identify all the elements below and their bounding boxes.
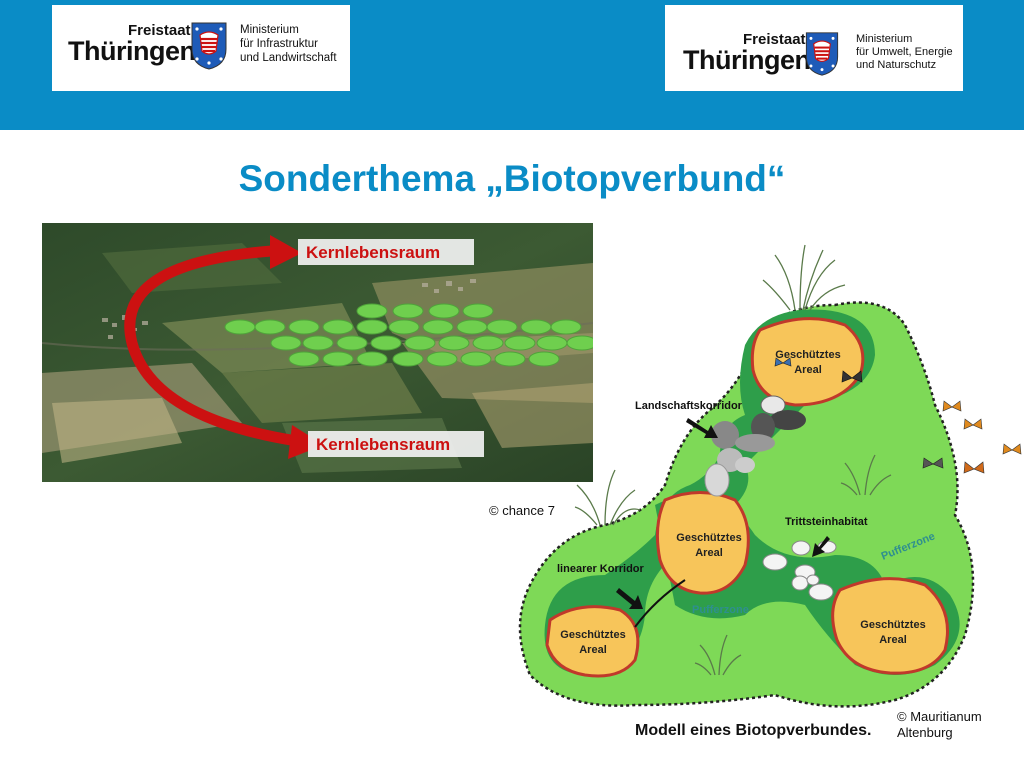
stepping-stone-patch [322,351,354,367]
stepping-stone-patch [356,319,388,335]
grass-tuft-icon [574,244,892,676]
stepping-stone-label: Trittsteinhabitat [785,516,868,528]
logo-ministry-name: Ministerium für Umwelt, Energie und Natu… [856,33,953,71]
landscape-corridor-rocks [704,395,806,497]
stepping-stone-patch [462,303,494,319]
stepping-stone-patch [472,335,504,351]
protected-area-top [750,317,865,407]
stepping-stone-patch [456,319,488,335]
thuringia-crest-icon [191,22,227,70]
diagram-credit: © Mauritianum Altenburg [897,709,982,740]
stepping-stone-patch [426,351,458,367]
stepping-stone-patch [486,319,518,335]
protected-area-label: Areal [579,644,607,656]
pointer-arrows [616,418,830,609]
logo-thueringen-text: Thüringen [68,36,196,66]
stepping-stone-patch [528,351,560,367]
butterfly-icon [774,357,1022,474]
stepping-stone-patch [270,335,302,351]
stepping-stone-patch [336,335,368,351]
stepping-stone-patch [494,351,526,367]
protected-area-label: Areal [794,364,822,376]
stepping-stone-patch [224,319,256,335]
stepping-stone-patch [254,319,286,335]
thuringia-crest-icon [805,32,839,76]
protected-area-label: Geschütztes [560,629,625,641]
logo-freistaat-text: Freistaat [128,22,191,39]
stepping-stone-patch [438,335,470,351]
protected-area-left [545,605,640,678]
linear-corridor-line [634,579,686,628]
stepping-stone-patch [392,303,424,319]
logo-ministry-environment: Freistaat Thüringen Ministerium für Umwe… [665,5,963,91]
stepping-stone-patch [428,303,460,319]
stepping-stone-patch [288,319,320,335]
core-habitat-label-bottom: Kernlebensraum [316,435,450,454]
protected-area-label: Geschütztes [775,349,840,361]
stepping-stone-patch [460,351,492,367]
landscape-corridor-label: Landschaftskorridor [635,400,743,412]
stepping-stone-patch [566,335,593,351]
protected-area-label: Geschütztes [860,619,925,631]
aerial-photo: Kernlebensraum Kernlebensraum [42,223,593,482]
biotope-network-diagram: Geschütztes Areal Geschütztes Areal Gesc… [518,244,1022,739]
stepping-stone-patch [322,319,354,335]
page-title: Sonderthema „Biotopverbund“ [238,158,786,199]
stepping-stone-patch [550,319,582,335]
buffer-zone-label: Pufferzone [692,604,749,616]
logo-ministry-infrastructure: Freistaat Thüringen Ministerium für Infr… [52,5,350,91]
stepping-stone-patch [504,335,536,351]
aerial-photo-credit: © chance 7 [489,503,555,518]
logo-freistaat-text: Freistaat [743,31,806,48]
protected-area-label: Geschütztes [676,532,741,544]
stepping-stone-patch [388,319,420,335]
stepping-stone-patch [392,351,424,367]
stepping-stone-patch [356,303,388,319]
stepping-stone-patch [422,319,454,335]
core-habitat-label-top: Kernlebensraum [306,243,440,262]
logo-thueringen-text: Thüringen [683,45,811,75]
linear-corridor-label: linearer Korridor [557,563,645,575]
stepping-stone-patch [404,335,436,351]
protected-area-right [831,577,949,675]
stepping-stone-patch [356,351,388,367]
stepping-stone-habitats [762,540,837,601]
logo-ministry-name: Ministerium für Infrastruktur und Landwi… [240,24,337,64]
stepping-stone-patch [302,335,334,351]
diagram-caption: Modell eines Biotopverbundes. [635,722,871,739]
stepping-stone-patch [370,335,402,351]
protected-area-label: Areal [695,547,723,559]
stepping-stone-patch [288,351,320,367]
protected-area-middle [655,491,750,595]
protected-area-label: Areal [879,634,907,646]
